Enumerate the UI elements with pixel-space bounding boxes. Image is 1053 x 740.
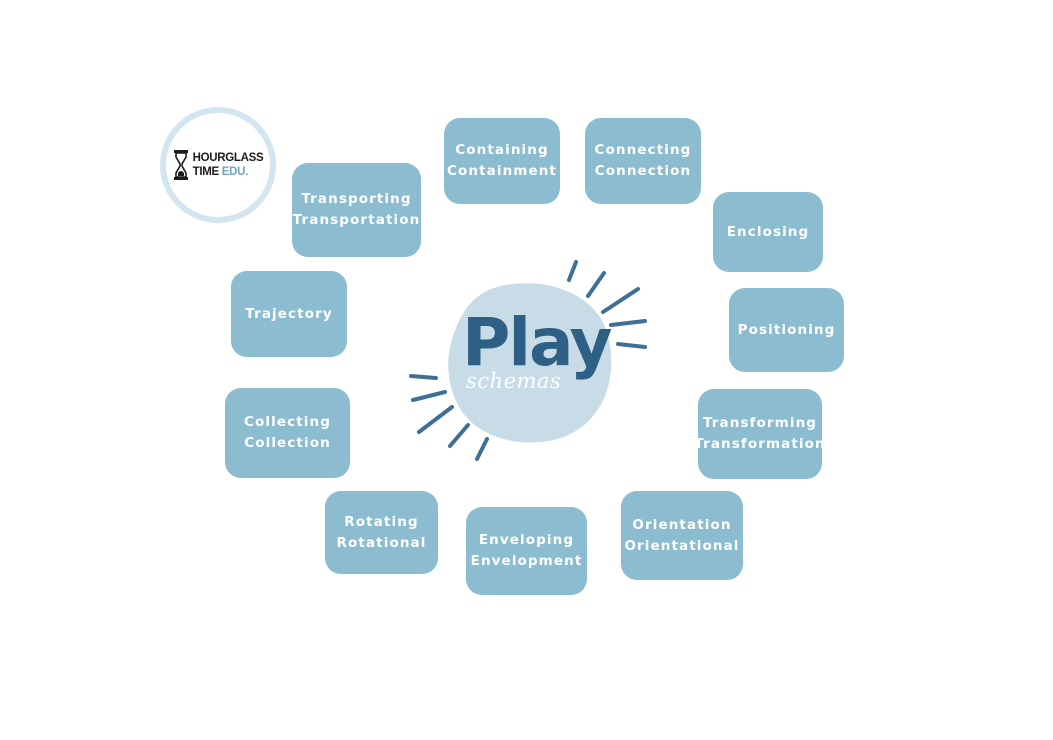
schema-line: Rotating — [344, 513, 419, 530]
schema-transforming: Transforming Transformation — [694, 389, 825, 479]
schema-line: Transformation — [694, 436, 826, 452]
hourglass-logo: HOURGLASS TIME EDU. — [160, 107, 276, 223]
logo-line1: HOURGLASS — [192, 152, 264, 164]
schema-positioning: Positioning — [729, 288, 844, 372]
schema-transporting: Transporting Transportation — [292, 163, 421, 257]
schema-collecting: Collecting Collection — [225, 388, 350, 478]
schema-line: Positioning — [737, 321, 836, 338]
logo-inner: HOURGLASS TIME EDU. — [173, 149, 264, 181]
schema-line: Transporting — [301, 191, 412, 207]
schema-enclosing: Enclosing — [713, 192, 823, 272]
schema-line: Collection — [244, 435, 331, 451]
schema-containing: Containing Containment — [444, 118, 560, 204]
schema-rotating: Rotating Rotational — [325, 491, 438, 574]
dash-mark — [609, 319, 647, 327]
schema-enveloping: Enveloping Envelopment — [466, 507, 587, 595]
logo-line2-main: TIME — [192, 166, 220, 178]
center-blob — [448, 283, 612, 443]
dash-mark — [567, 260, 578, 282]
schema-line: Containment — [447, 163, 557, 179]
dash-mark — [616, 342, 647, 349]
logo-text: HOURGLASS TIME EDU. — [193, 151, 264, 179]
schema-line: Rotational — [336, 534, 427, 551]
schema-line: Transforming — [702, 415, 818, 431]
logo-line2-accent: EDU. — [221, 166, 249, 178]
hourglass-icon — [173, 150, 188, 180]
schema-line: Connecting — [594, 142, 692, 158]
schema-line: Enveloping — [478, 532, 575, 548]
center-subtitle: schemas — [466, 369, 562, 393]
schema-line: Orientation — [632, 516, 732, 533]
schema-line: Connection — [594, 163, 692, 179]
schema-line: Envelopment — [470, 553, 583, 569]
logo-line2: TIME EDU. — [193, 165, 264, 179]
dash-mark — [475, 437, 489, 461]
dash-mark — [448, 423, 470, 448]
dash-mark — [409, 374, 438, 380]
center-title: Play — [462, 304, 613, 381]
schema-orientation: Orientation Orientational — [621, 491, 743, 580]
dash-mark — [586, 271, 606, 298]
dash-mark — [417, 405, 454, 434]
schema-connecting: Connecting Connection — [585, 118, 701, 204]
schema-line: Containing — [455, 142, 549, 158]
schema-line: Enclosing — [726, 223, 810, 240]
schema-line: Trajectory — [245, 305, 333, 322]
dash-mark — [411, 390, 447, 402]
schema-trajectory: Trajectory — [231, 271, 347, 357]
schema-line: Transportation — [292, 212, 421, 228]
schema-line: Collecting — [244, 414, 331, 430]
schema-line: Orientational — [624, 537, 740, 554]
dash-mark — [601, 287, 640, 314]
